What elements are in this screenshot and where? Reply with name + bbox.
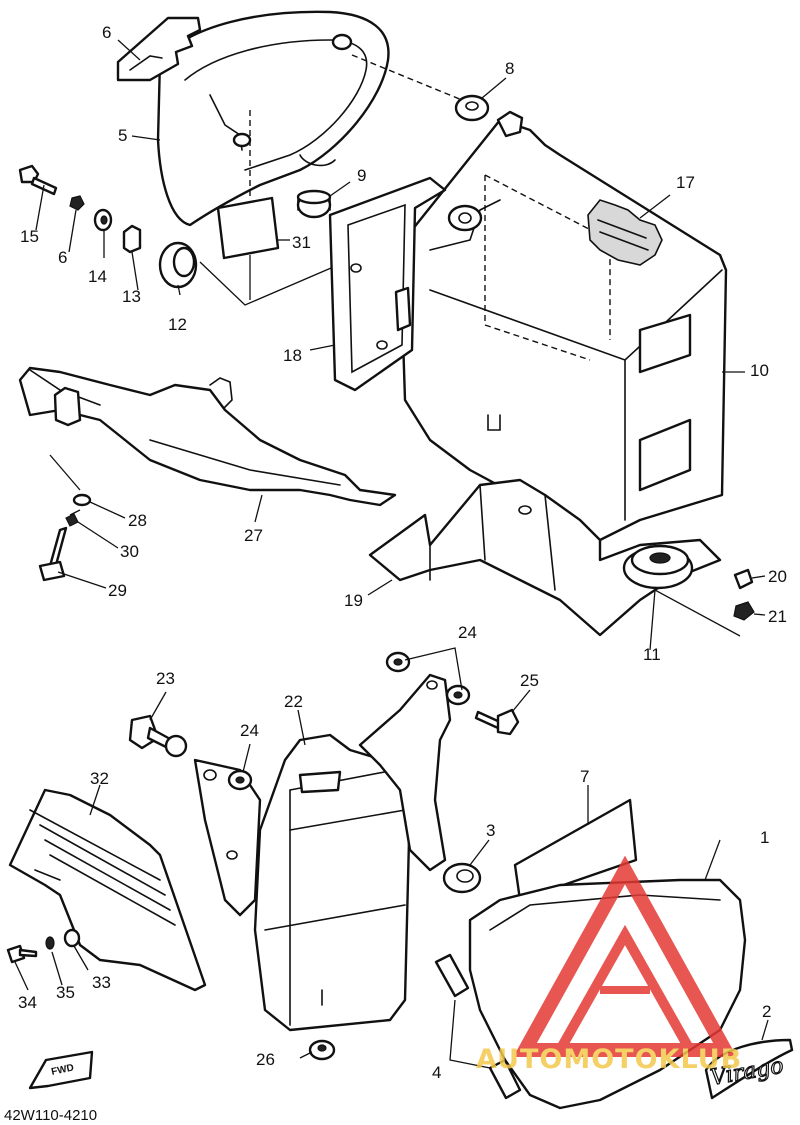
callout-5: 5 xyxy=(118,126,127,145)
callout-23: 23 xyxy=(156,669,175,688)
callout-32: 32 xyxy=(90,769,109,788)
washer-part-35 xyxy=(45,936,55,950)
callout-29-label-30: 30 xyxy=(120,542,139,561)
callout-24b: 24 xyxy=(240,721,259,740)
bolt-part-15 xyxy=(18,164,58,196)
cover-part-32 xyxy=(8,788,207,992)
screw-part-34 xyxy=(6,944,38,964)
side-cover-upper-part-5 xyxy=(156,10,390,227)
bolt-part-23 xyxy=(128,714,188,758)
callout-9: 9 xyxy=(357,166,366,185)
callout-3: 3 xyxy=(486,821,495,840)
callout-7: 7 xyxy=(580,767,589,786)
holder-bracket-part-18 xyxy=(328,176,447,392)
callout-10: 10 xyxy=(750,361,769,380)
grommet-part-26 xyxy=(308,1039,336,1061)
watermark-logo: AUTOMOTOKLUB xyxy=(476,855,742,1075)
callout-27: 27 xyxy=(244,526,263,545)
grommet-part-9 xyxy=(296,189,332,219)
callout-33: 33 xyxy=(92,973,111,992)
nut-part-21 xyxy=(733,601,755,621)
plate-part-7 xyxy=(513,798,638,902)
mount-bracket-upper xyxy=(358,673,452,872)
watermark-text: AUTOMOTOKLUB xyxy=(476,1044,742,1075)
callout-19: 19 xyxy=(344,591,363,610)
bolt-part-29 xyxy=(38,526,68,582)
callout-29: 29 xyxy=(108,581,127,600)
grommet-part-12 xyxy=(158,241,198,289)
collar-part-13 xyxy=(122,224,142,254)
callout-6: 6 xyxy=(102,23,111,42)
reference-code: 42W110-4210 xyxy=(4,1107,97,1124)
bracket-part-6 xyxy=(116,16,202,82)
stay-bracket-part-27 xyxy=(18,366,397,507)
callout-8: 8 xyxy=(505,59,514,78)
callout-2: 2 xyxy=(762,1002,771,1021)
callout-15: 15 xyxy=(20,227,39,246)
air-box-part-22 xyxy=(253,733,412,1032)
emblem-plate-part-31 xyxy=(216,196,280,260)
callout-6b: 6 xyxy=(58,248,67,267)
bolt-part-25 xyxy=(474,708,520,736)
damper-part-4 xyxy=(434,953,522,1100)
clip-part-28 xyxy=(72,493,92,507)
grommet-part-3 xyxy=(442,862,482,894)
grommet-part-8 xyxy=(454,94,490,122)
callout-34: 34 xyxy=(18,993,37,1012)
bolt-part-20 xyxy=(733,568,754,590)
washer-part-14 xyxy=(93,208,113,232)
callout-20: 20 xyxy=(768,567,787,586)
grommet-part-11 xyxy=(622,544,694,590)
nut-part-6 xyxy=(69,195,85,211)
callout-14: 14 xyxy=(88,267,107,286)
callout-35: 35 xyxy=(56,983,75,1002)
callout-17: 17 xyxy=(676,173,695,192)
callout-18: 18 xyxy=(283,346,302,365)
callout-12: 12 xyxy=(168,315,187,334)
fwd-label: FWD xyxy=(50,1062,75,1077)
callout-26: 26 xyxy=(256,1050,275,1069)
washer-part-24c xyxy=(227,769,253,791)
callout-24: 24 xyxy=(458,623,477,642)
fwd-arrow-badge: FWD xyxy=(28,1050,94,1090)
callout-25: 25 xyxy=(520,671,539,690)
clip-part-33 xyxy=(63,928,81,948)
callout-13: 13 xyxy=(122,287,141,306)
nut-part-30 xyxy=(65,513,79,527)
washer-part-24a xyxy=(385,651,411,673)
callout-31: 31 xyxy=(292,233,311,252)
washer-part-24b xyxy=(445,684,471,706)
tray-part-19 xyxy=(368,478,722,637)
callout-4: 4 xyxy=(432,1063,441,1082)
callout-28: 28 xyxy=(128,511,147,530)
sponge-part-17 xyxy=(587,199,663,266)
callout-21: 21 xyxy=(768,607,787,626)
callout-22: 22 xyxy=(284,692,303,711)
callout-11: 11 xyxy=(643,645,661,664)
callout-1: 1 xyxy=(760,828,769,847)
